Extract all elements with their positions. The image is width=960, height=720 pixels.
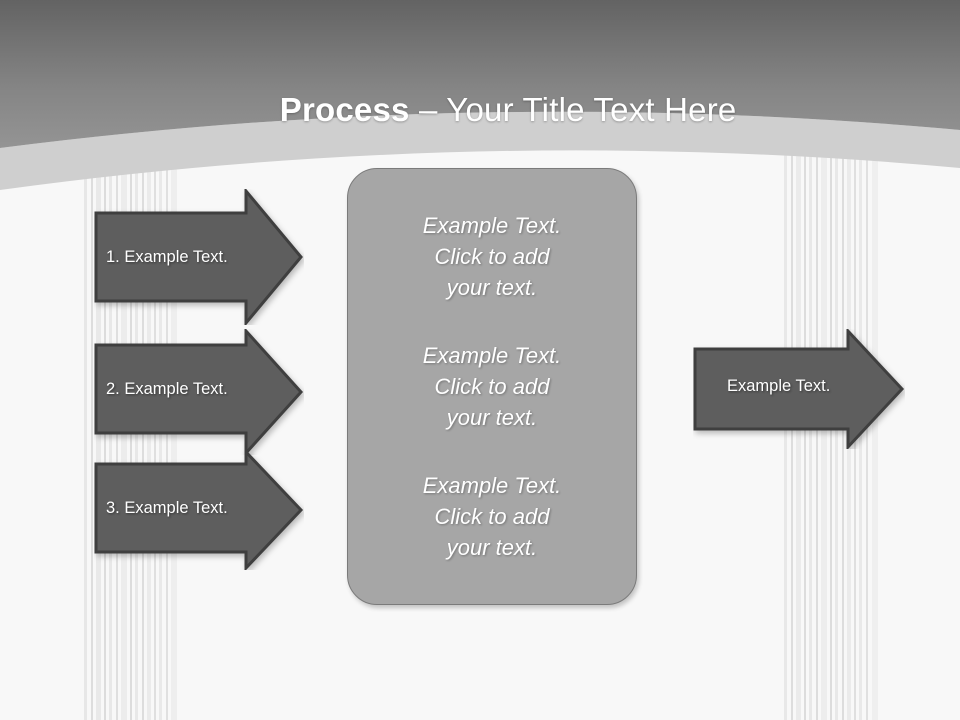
result-arrow-label: Example Text. (727, 377, 831, 395)
center-content-panel[interactable]: Example Text. Click to add your text. Ex… (347, 168, 637, 605)
step-arrow-2[interactable]: 2. Example Text. (94, 329, 304, 455)
step-arrow-1-label: 1. Example Text. (106, 248, 228, 266)
center-text-block-1: Example Text. Click to add your text. (422, 212, 562, 300)
page-title: Process – Your Title Text Here (0, 50, 960, 170)
page-title-prefix: Process (279, 91, 410, 128)
center-text-block-2: Example Text. Click to add your text. (422, 342, 562, 430)
header-dark-curve (0, 0, 960, 148)
header-band: Process – Your Title Text Here (0, 0, 960, 190)
arrow-shape (693, 329, 905, 449)
arrow-shape (94, 189, 303, 325)
step-arrow-3[interactable]: 3. Example Text. (94, 450, 304, 570)
page-title-rest: Your Title Text Here (446, 91, 737, 128)
step-arrow-3-label: 3. Example Text. (106, 499, 228, 517)
result-arrow[interactable]: Example Text. (693, 329, 905, 449)
page-title-separator: – (409, 91, 447, 128)
header-accent-curve (0, 111, 960, 190)
arrow-shape (94, 329, 304, 455)
arrow-shape (94, 450, 304, 570)
step-arrow-2-label: 2. Example Text. (106, 380, 228, 398)
step-arrow-1[interactable]: 1. Example Text. (94, 189, 304, 325)
center-text-block-3: Example Text. Click to add your text. (422, 473, 562, 561)
